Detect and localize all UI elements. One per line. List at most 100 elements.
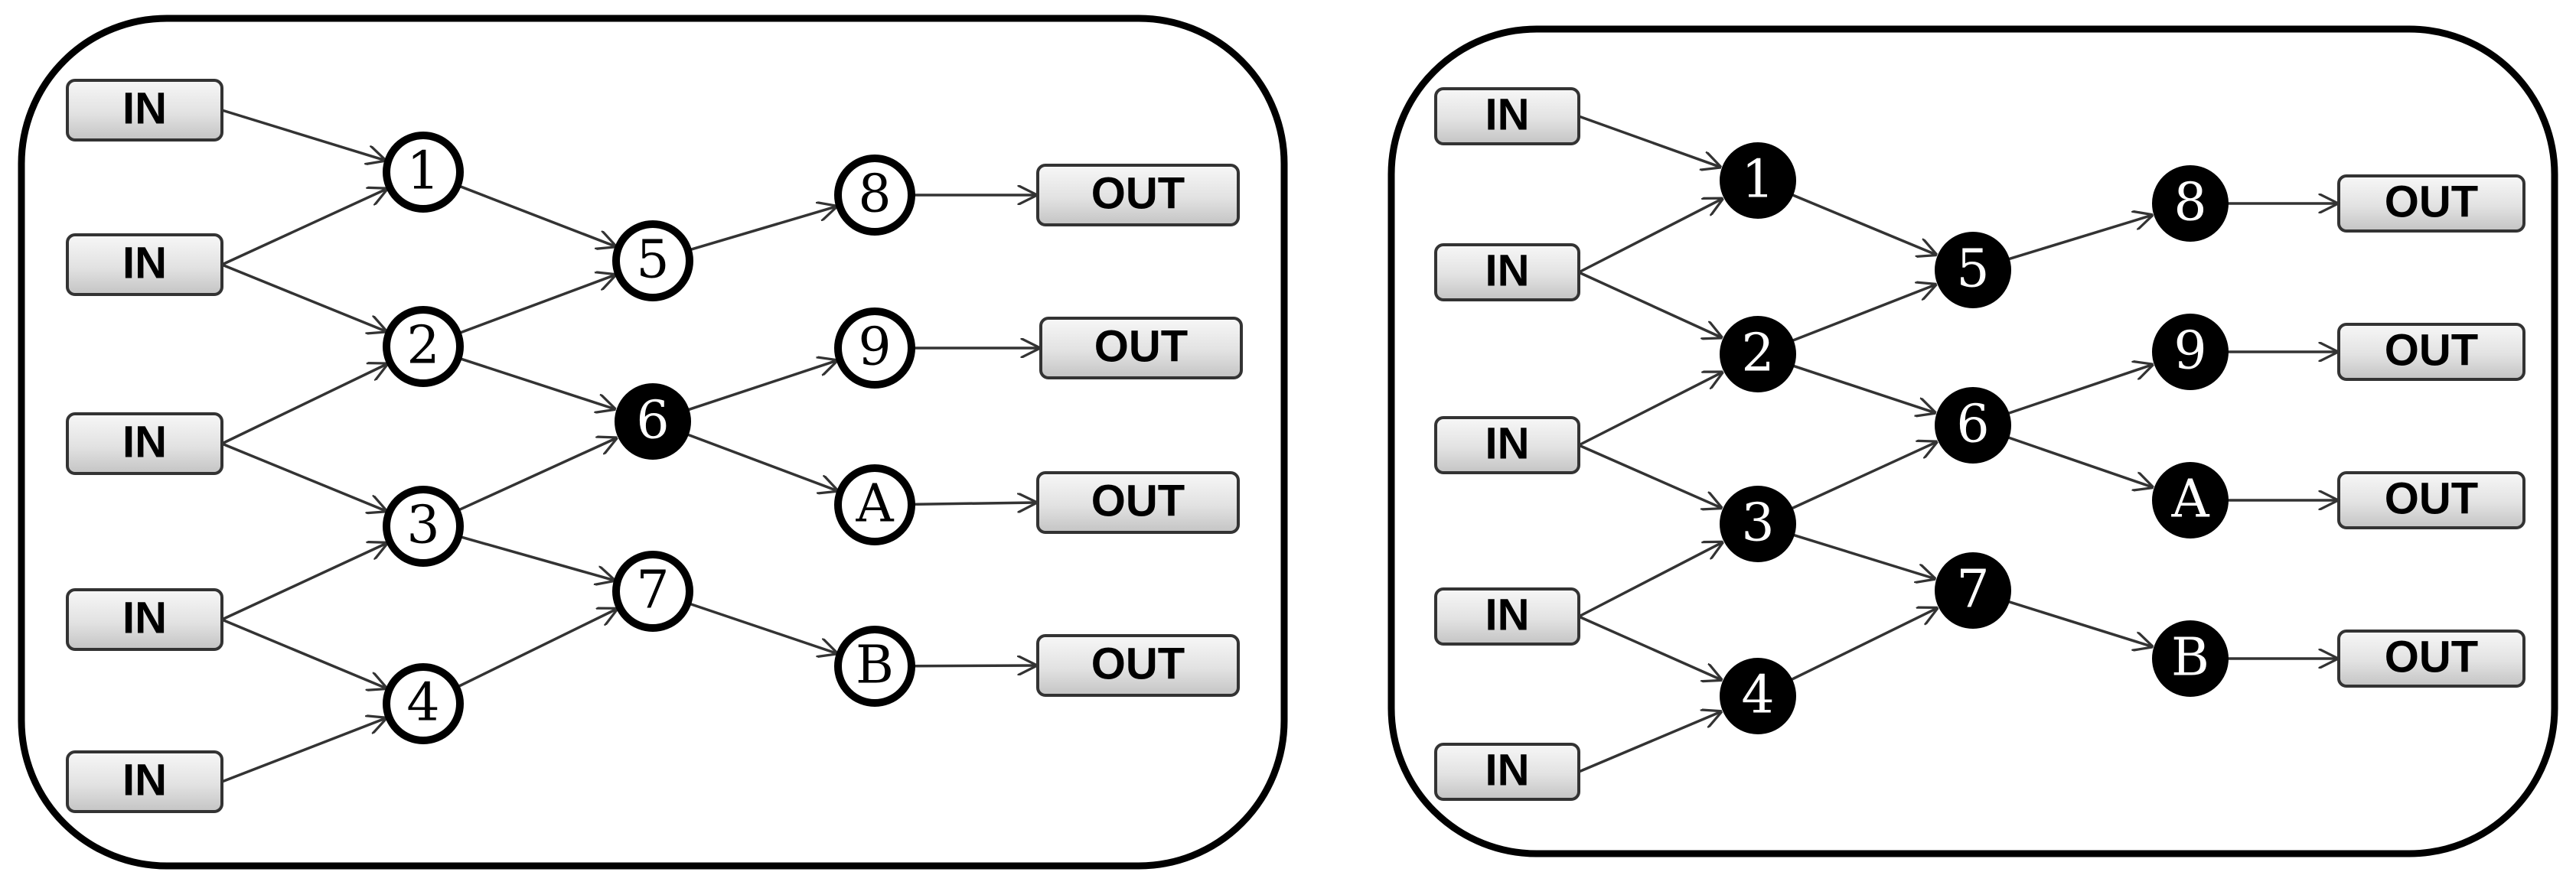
output-box: OUT bbox=[2337, 174, 2525, 233]
node-circle bbox=[612, 220, 693, 301]
edge-in4-4 bbox=[1578, 711, 1721, 773]
edge-in2-3 bbox=[1578, 444, 1721, 508]
input-label: IN bbox=[1485, 89, 1530, 139]
output-label: OUT bbox=[1091, 639, 1185, 688]
node-circle bbox=[834, 307, 915, 389]
node-6: 6 bbox=[615, 383, 691, 460]
node-5: 5 bbox=[612, 220, 693, 301]
edge-3-6 bbox=[1790, 442, 1937, 510]
edge-4-7 bbox=[1790, 608, 1937, 682]
node-label: A bbox=[855, 474, 894, 535]
node-label: B bbox=[856, 636, 894, 696]
edge-5-8 bbox=[2007, 215, 2152, 261]
edge-3-7 bbox=[458, 535, 615, 581]
node-A: A bbox=[2152, 462, 2229, 538]
node-8: 8 bbox=[834, 155, 915, 236]
node-1: 1 bbox=[1720, 142, 1796, 219]
node-7: 7 bbox=[1935, 552, 2011, 629]
node-label: 2 bbox=[1741, 324, 1774, 384]
node-label: 4 bbox=[1741, 665, 1774, 726]
node-circle bbox=[383, 486, 464, 567]
edge-6-A bbox=[2007, 436, 2152, 487]
output-label: OUT bbox=[2385, 177, 2478, 226]
node-2: 2 bbox=[383, 306, 464, 387]
input-label: IN bbox=[122, 238, 167, 288]
node-circle bbox=[834, 464, 915, 545]
node-circle bbox=[1935, 232, 2011, 308]
input-label: IN bbox=[122, 593, 167, 643]
node-circle bbox=[834, 626, 915, 707]
node-3: 3 bbox=[1720, 486, 1796, 562]
node-B: B bbox=[834, 626, 915, 707]
output-box: OUT bbox=[2337, 471, 2525, 529]
input-label: IN bbox=[1485, 246, 1530, 295]
node-4: 4 bbox=[383, 663, 464, 744]
output-label: OUT bbox=[1091, 476, 1185, 525]
node-label: 4 bbox=[406, 673, 439, 734]
node-circle bbox=[2152, 165, 2229, 242]
node-circle bbox=[612, 551, 693, 632]
node-circle bbox=[2152, 314, 2229, 390]
node-circle bbox=[2152, 620, 2229, 697]
edge-in2-2 bbox=[1578, 373, 1723, 447]
edges bbox=[221, 109, 1039, 783]
node-label: 9 bbox=[2173, 321, 2206, 382]
edge-3-7 bbox=[1792, 533, 1935, 578]
input-box: IN bbox=[1434, 587, 1580, 646]
edges bbox=[1578, 115, 2337, 773]
input-label: IN bbox=[122, 417, 167, 467]
node-1: 1 bbox=[383, 132, 464, 213]
node-circle bbox=[615, 383, 691, 460]
input-label: IN bbox=[1485, 745, 1530, 795]
input-label: IN bbox=[122, 83, 167, 133]
input-box: IN bbox=[66, 79, 223, 142]
edge-in0-1 bbox=[221, 109, 385, 161]
edge-7-B bbox=[686, 601, 836, 653]
input-box: IN bbox=[1434, 243, 1580, 301]
node-circle bbox=[834, 155, 915, 236]
edge-6-9 bbox=[2007, 365, 2152, 415]
edge-in1-2 bbox=[221, 263, 386, 331]
edge-6-A bbox=[686, 433, 837, 491]
edge-in2-3 bbox=[221, 442, 386, 511]
edge-in2-2 bbox=[221, 364, 387, 445]
input-box: IN bbox=[1434, 416, 1580, 474]
edge-A-out2 bbox=[911, 503, 1036, 504]
edge-in3-4 bbox=[1578, 615, 1721, 680]
node-circle bbox=[1720, 486, 1796, 562]
node-label: 9 bbox=[858, 317, 891, 378]
node-label: 5 bbox=[636, 230, 669, 291]
edge-1-5 bbox=[457, 184, 616, 246]
input-box: IN bbox=[66, 750, 223, 813]
node-9: 9 bbox=[834, 307, 915, 389]
output-label: OUT bbox=[2385, 325, 2478, 375]
edge-in3-4 bbox=[221, 618, 386, 688]
output-label: OUT bbox=[1094, 321, 1188, 371]
edge-3-6 bbox=[455, 438, 617, 512]
node-circle bbox=[1720, 142, 1796, 219]
input-label: IN bbox=[122, 755, 167, 805]
node-circle bbox=[1720, 316, 1796, 392]
node-label: 7 bbox=[1956, 560, 1989, 620]
input-box: IN bbox=[1434, 743, 1580, 801]
node-label: B bbox=[2171, 628, 2209, 688]
edge-6-9 bbox=[687, 360, 837, 412]
node-label: 8 bbox=[858, 164, 891, 225]
node-3: 3 bbox=[383, 486, 464, 567]
node-label: 8 bbox=[2173, 173, 2206, 233]
node-circle bbox=[2152, 462, 2229, 538]
node-label: 1 bbox=[1741, 150, 1774, 210]
node-label: 5 bbox=[1956, 239, 1989, 300]
node-circle bbox=[1935, 387, 2011, 464]
edge-in3-3 bbox=[1578, 542, 1723, 618]
node-circle bbox=[383, 663, 464, 744]
node-7: 7 bbox=[612, 551, 693, 632]
node-A: A bbox=[834, 464, 915, 545]
output-label: OUT bbox=[2385, 473, 2478, 523]
node-label: 6 bbox=[636, 391, 669, 451]
node-label: 3 bbox=[406, 496, 439, 556]
input-box: IN bbox=[1434, 87, 1580, 145]
edge-4-7 bbox=[455, 609, 617, 689]
edge-in1-1 bbox=[1578, 199, 1723, 274]
